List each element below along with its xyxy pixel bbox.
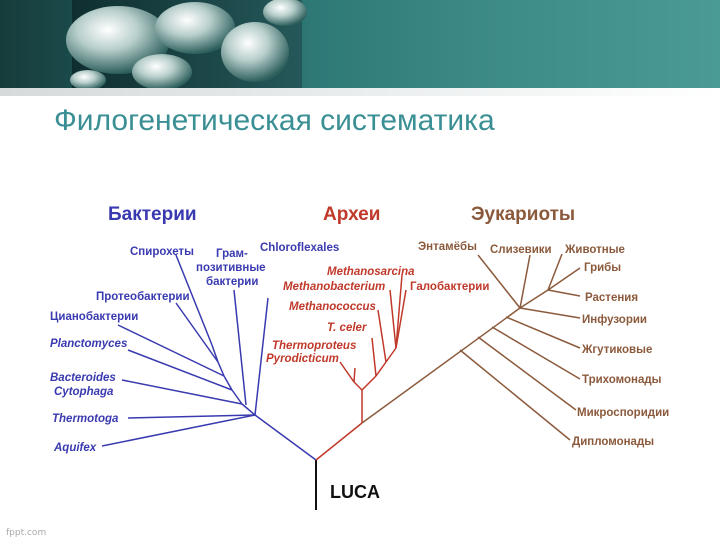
taxon-spirochetes: Спирохеты: [130, 246, 194, 258]
taxon-animals: Животные: [564, 244, 625, 256]
taxon-fungi: Грибы: [584, 262, 621, 274]
archaea-branches: [315, 274, 407, 461]
luca-label: LUCA: [330, 482, 380, 502]
domain-bacteria-label: Бактерии: [108, 204, 197, 225]
slide-title: Филогенетическая систематика: [54, 104, 495, 137]
taxon-cyanobacteria: Цианобактерии: [50, 311, 138, 323]
taxon-ciliates: Инфузории: [582, 314, 647, 326]
taxon-methanococcus: Methanococcus: [289, 301, 376, 313]
taxon-trichomonads: Трихомонады: [582, 374, 662, 386]
taxon-cytophaga: Cytophaga: [54, 386, 114, 398]
taxon-slime-molds: Слизевики: [490, 244, 552, 256]
header-banner: [0, 0, 720, 88]
taxon-methanobacterium: Methanobacterium: [283, 281, 385, 293]
taxon-gram-line3: бактерии: [206, 276, 258, 288]
eukaryota-branches: [361, 253, 581, 441]
taxon-thermoproteus: Thermoproteus: [272, 340, 356, 352]
bacteria-branches: [101, 254, 317, 461]
taxon-planctomyces: Planctomyces: [50, 338, 127, 350]
header-divider: [0, 88, 720, 96]
taxon-flagellates: Жгутиковые: [581, 344, 652, 356]
taxon-chloroflexales: Chloroflexales: [260, 242, 339, 254]
taxon-bacteroides: Bacteroides: [50, 372, 116, 384]
domain-eukaryota-label: Эукариоты: [471, 204, 575, 225]
taxon-microsporidia: Микроспоридии: [577, 407, 669, 419]
taxon-t-celer: T. celer: [327, 322, 367, 334]
taxon-methanosarcina: Methanosarcina: [327, 266, 415, 278]
bacteria-photo: [66, 0, 307, 88]
taxon-plants: Растения: [585, 292, 638, 304]
footer-credit: fppt.com: [6, 528, 47, 538]
taxon-aquifex: Aquifex: [53, 442, 97, 454]
taxon-gram-line2: позитивные: [196, 262, 266, 274]
taxon-proteobacteria: Протеобактерии: [96, 291, 190, 303]
taxon-diplomonads: Дипломонады: [572, 436, 654, 448]
taxon-halobacteria: Галобактерии: [410, 281, 489, 293]
taxon-gram-line1: Грам-: [216, 248, 248, 260]
domain-archaea-label: Археи: [323, 204, 380, 225]
taxon-thermotoga: Thermotoga: [52, 413, 119, 425]
taxon-pyrodicticum: Pyrodicticum: [266, 353, 339, 365]
taxon-entamoebae: Энтамёбы: [418, 241, 477, 253]
